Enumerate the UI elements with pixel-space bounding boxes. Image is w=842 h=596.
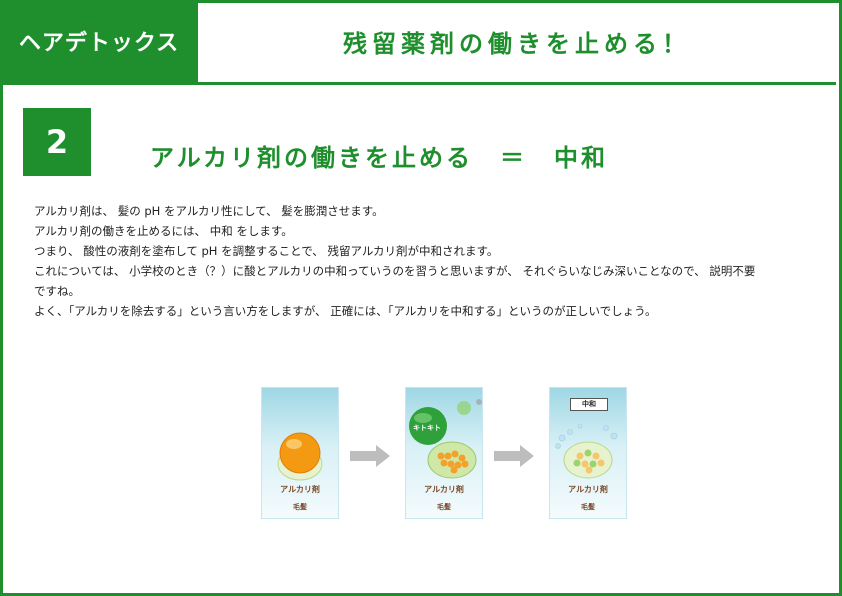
body-line: つまり、 酸性の液剤を塗布して pH を調整することで、 残留アルカリ剤が中和さ… [34,244,499,258]
section-title: アルカリ剤の働きを止める ＝ 中和 [150,144,609,172]
arrow-right-icon [350,445,390,467]
panel-sub-label: 毛髪 [293,503,307,511]
body-text: アルカリ剤は、 髪の pH をアルカリ性にして、 髪を膨潤させます。 アルカリ剤… [34,201,824,321]
panel-sub-label: 毛髪 [437,503,451,511]
alkali-droplet-icon [277,432,323,481]
step-badge: 2 [23,108,91,176]
panel-label: アルカリ剤 [424,485,464,494]
panel-label: アルカリ剤 [280,485,320,494]
panel-label: アルカリ剤 [568,485,608,494]
header: ヘアデトックス 残留薬剤の働きを止める！ [0,0,836,85]
illustration-panel-neutralized: 中和 アルカリ剤 毛髪 [549,387,627,519]
neutralized-droplet-icon [555,423,618,479]
body-line: これについては、 小学校のとき（？）に酸とアルカリの中和っていうのを習うと思いま… [34,264,756,278]
body-line: ですね。 [34,284,80,298]
illustration-panel-reaction: キトキト アルカリ剤 毛髪 [405,387,483,519]
header-tab: ヘアデトックス [0,0,198,82]
arrow-right-icon [494,445,534,467]
bubble-label: キトキト [413,424,441,432]
neutralized-tag: 中和 [570,398,608,411]
reaction-bubbles-icon [409,399,482,479]
body-line: アルカリ剤は、 髪の pH をアルカリ性にして、 髪を膨潤させます。 [34,204,384,218]
illustration-panel-alkali: アルカリ剤 毛髪 [261,387,339,519]
body-line: よく、「アルカリを除去する」という言い方をしますが、 正確には、「アルカリを中和… [34,304,657,318]
panel-sub-label: 毛髪 [581,503,595,511]
page-title: 残留薬剤の働きを止める！ [343,29,691,58]
body-line: アルカリ剤の働きを止めるには、 中和 をします。 [34,224,293,238]
